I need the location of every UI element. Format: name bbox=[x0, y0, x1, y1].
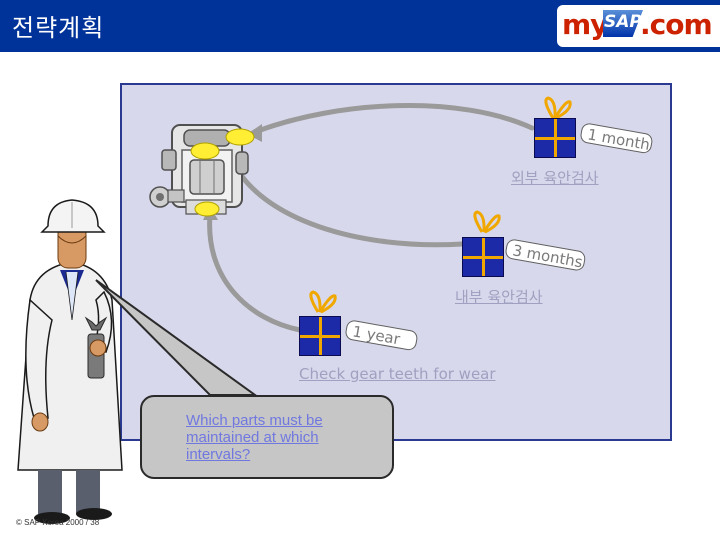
gift-box-icon bbox=[299, 316, 341, 356]
logo-com-text: .com bbox=[640, 8, 713, 41]
machine-icon bbox=[149, 124, 255, 217]
page-title: 전략계획 bbox=[12, 14, 105, 42]
arrow-3-months bbox=[229, 157, 465, 248]
arrow-1-month bbox=[252, 103, 535, 135]
bubble-tail bbox=[95, 279, 259, 396]
speech-bubble bbox=[140, 395, 394, 479]
gift-box-icon bbox=[534, 118, 576, 158]
speech-bubble-text: Which parts must be maintained at which … bbox=[186, 412, 323, 463]
footer-copyright: © SAP Korea 2000 / 38 bbox=[16, 518, 100, 527]
logo-my-text: my bbox=[562, 8, 608, 41]
caption-internal-inspection: 내부 육안검사 bbox=[455, 288, 543, 306]
logo-sap-text: SAP bbox=[604, 12, 642, 32]
arrow-1-year bbox=[207, 212, 303, 333]
engineer-figure-icon bbox=[17, 199, 123, 524]
caption-gear-check: Check gear teeth for wear bbox=[299, 365, 496, 383]
caption-external-inspection: 외부 육안검사 bbox=[511, 169, 599, 187]
gift-box-icon bbox=[462, 237, 504, 277]
